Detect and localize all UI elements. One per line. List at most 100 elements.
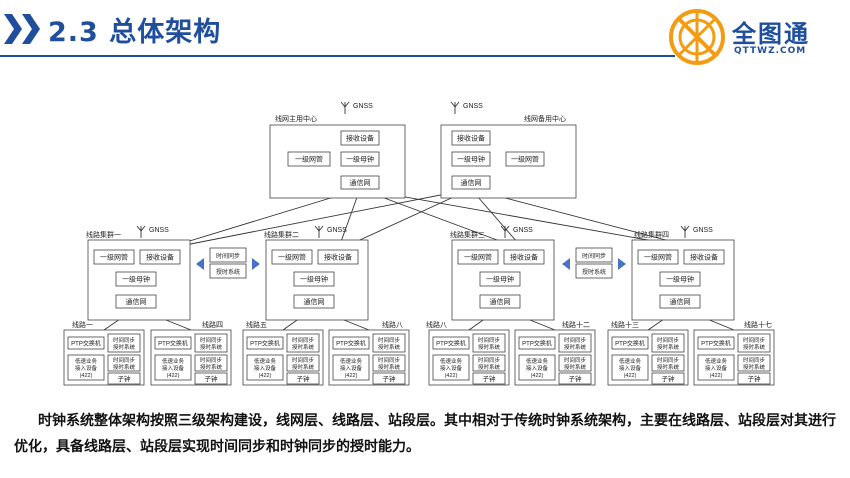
access-label: 接入设备 bbox=[440, 364, 463, 372]
ptp-switch-box bbox=[518, 336, 556, 350]
group-label: 线路集群一 bbox=[86, 230, 121, 239]
sub-clock-box bbox=[286, 372, 320, 385]
sync-label: 授时系统 bbox=[478, 343, 501, 351]
sync-box bbox=[107, 354, 141, 372]
ptp-switch-box-label: PTP交换机 bbox=[701, 340, 731, 348]
sync-label: 时间同步 bbox=[378, 336, 401, 344]
access-label: (422) bbox=[531, 373, 544, 379]
sub-clock-box bbox=[107, 372, 141, 385]
sync-box bbox=[194, 354, 228, 372]
ptp-switch-box bbox=[432, 336, 470, 350]
group-recv-box bbox=[317, 249, 359, 265]
page-title: 2.3 总体架构 bbox=[48, 17, 222, 48]
main-center-label: 线网主用中心 bbox=[275, 114, 317, 123]
access-box bbox=[154, 354, 192, 381]
access-label: 低速业务 bbox=[440, 357, 463, 365]
main-comm-box-label: 通信网 bbox=[350, 178, 371, 187]
caption: 时钟系统整体架构按照三级架构建设，线网层、线路层、站段层。其中相对于传统时钟系统… bbox=[14, 408, 840, 460]
group-comm-box-label: 通信网 bbox=[670, 297, 691, 306]
group-clock-box bbox=[659, 271, 701, 287]
line-label: 线路八 bbox=[426, 320, 447, 329]
sync-label: 时间同步 bbox=[564, 356, 587, 364]
sync-label: 时间同步 bbox=[743, 356, 766, 364]
backup-clock-box bbox=[451, 151, 491, 167]
group-comm-box-label: 通信网 bbox=[304, 297, 325, 306]
sync-label: 时间同步 bbox=[478, 356, 501, 364]
antenna-icon bbox=[450, 101, 456, 108]
antenna-icon bbox=[684, 225, 690, 232]
backup-clock-box-label: 一级母钟 bbox=[457, 155, 485, 164]
sync-label: 时间同步 bbox=[113, 356, 136, 364]
antenna-icon bbox=[344, 101, 350, 108]
backup-recv-box-label: 接收设备 bbox=[457, 134, 485, 143]
antenna-icon bbox=[454, 101, 460, 108]
group-comm-box bbox=[659, 294, 701, 309]
group-clock-box bbox=[479, 271, 521, 287]
chevron-right-icon bbox=[22, 14, 40, 44]
ptp-switch-box bbox=[611, 336, 649, 350]
logo: 全图通 QTTWZ.COM bbox=[668, 8, 843, 66]
backup-comm-box bbox=[451, 175, 491, 190]
main-nms-box-label: 一级网管 bbox=[295, 155, 323, 164]
group-nms-box bbox=[271, 249, 313, 265]
ptp-switch-box bbox=[697, 336, 735, 350]
ptp-switch-box-label: PTP交换机 bbox=[250, 340, 280, 348]
sub-clock-box-label: 子钟 bbox=[569, 374, 583, 383]
sync-label: 时间同步 bbox=[743, 336, 766, 344]
access-label: 低速业务 bbox=[254, 357, 277, 365]
access-label: (422) bbox=[345, 373, 358, 379]
antenna-icon bbox=[340, 101, 346, 108]
access-label: (422) bbox=[710, 373, 723, 379]
sync-box bbox=[372, 333, 406, 353]
ptp-switch-box-label: PTP交换机 bbox=[336, 340, 366, 348]
group-recv-box bbox=[683, 249, 725, 265]
sync-label: 授时系统 bbox=[657, 363, 680, 371]
caption-text: 时钟系统整体架构按照三级架构建设，线网层、线路层、站段层。其中相对于传统时钟系统… bbox=[14, 413, 836, 455]
group-recv-box-label: 接收设备 bbox=[324, 253, 352, 262]
arrow-right-icon bbox=[618, 258, 626, 270]
antenna-icon bbox=[500, 225, 506, 232]
antenna-icon bbox=[140, 225, 146, 232]
group-comm-box bbox=[115, 294, 157, 309]
ptp-switch-box-label: PTP交换机 bbox=[71, 340, 101, 348]
gnss-label: GNSS bbox=[353, 103, 373, 110]
sync-label: 授时系统 bbox=[378, 343, 401, 351]
ptp-switch-box bbox=[154, 336, 192, 350]
sync-box bbox=[194, 333, 228, 353]
gnss-label: GNSS bbox=[463, 103, 483, 110]
group-nms-box-label: 一级网管 bbox=[464, 253, 492, 262]
logo-subtext: QTTWZ.COM bbox=[734, 46, 807, 56]
header: 2.3 总体架构 全图通 QTTWZ.COM bbox=[0, 0, 850, 65]
sync-label: 授时系统 bbox=[743, 343, 766, 351]
sub-clock-box-label: 子钟 bbox=[748, 374, 762, 383]
sync-box bbox=[286, 354, 320, 372]
group-clock-box bbox=[115, 271, 157, 287]
sync-label: 授时系统 bbox=[564, 343, 587, 351]
sync-label: 授时系统 bbox=[200, 363, 223, 371]
sub-clock-box-label: 子钟 bbox=[118, 374, 132, 383]
sync-label: 时间同步 bbox=[292, 356, 315, 364]
group-clock-box-label: 一级母钟 bbox=[666, 275, 694, 284]
line-label: 线路五 bbox=[246, 320, 267, 329]
gnss-label: GNSS bbox=[149, 227, 169, 234]
sub-clock-box-label: 子钟 bbox=[662, 374, 676, 383]
ptp-switch-box-label: PTP交换机 bbox=[615, 340, 645, 348]
access-label: 接入设备 bbox=[526, 364, 549, 372]
line-label: 线路十三 bbox=[611, 320, 639, 329]
access-label: 接入设备 bbox=[162, 364, 185, 372]
sync-box bbox=[558, 333, 592, 353]
ptp-switch-box-label: PTP交换机 bbox=[436, 340, 466, 348]
access-box bbox=[432, 354, 470, 381]
access-label: (422) bbox=[80, 373, 93, 379]
main-clock-box-label: 一级母钟 bbox=[346, 155, 374, 164]
sync-box bbox=[472, 354, 506, 372]
group-recv-box-label: 接收设备 bbox=[690, 253, 718, 262]
main-nms-box bbox=[287, 151, 331, 167]
access-label: 低速业务 bbox=[162, 357, 185, 365]
main-recv-box-label: 接收设备 bbox=[346, 134, 374, 143]
sync-box bbox=[651, 354, 685, 372]
access-label: 低速业务 bbox=[705, 357, 728, 365]
antenna-icon bbox=[314, 225, 320, 232]
access-label: 低速业务 bbox=[526, 357, 549, 365]
access-label: (422) bbox=[259, 373, 272, 379]
